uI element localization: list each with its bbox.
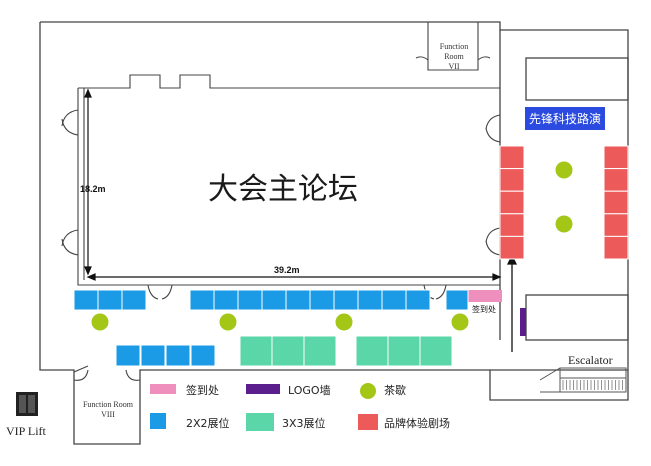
- theater-seats: [499, 145, 629, 260]
- booth-2x2: [97, 289, 123, 311]
- dimension-width-label: 39.2m: [274, 265, 300, 275]
- function-room-vii-label: Function Room VII: [439, 42, 469, 71]
- dimension-lines: [84, 88, 502, 281]
- tea-break-spot: [451, 313, 469, 331]
- booth-2x2: [405, 289, 431, 311]
- booth-3x3: [271, 335, 305, 367]
- legend-label-tea: 茶歇: [384, 384, 406, 397]
- theater-seat: [499, 168, 525, 192]
- function-room-vii: [415, 22, 491, 71]
- function-room-viii: [73, 365, 141, 381]
- booth-2x2: [261, 289, 287, 311]
- booth-2x2: [333, 289, 359, 311]
- booth-2x2: [357, 289, 383, 311]
- tea-break-spot: [555, 215, 573, 233]
- legend-swatches: [150, 383, 378, 431]
- theater-seat: [499, 190, 525, 215]
- booth-2x2: [285, 289, 311, 311]
- booth-2x2: [445, 289, 469, 311]
- legend-label-booth-3x3: 3X3展位: [282, 417, 326, 430]
- legend-label-booth-2x2: 2X2展位: [186, 417, 230, 430]
- legend-swatch-theater: [358, 414, 378, 430]
- sign-in-label: 签到处: [472, 305, 496, 314]
- legend-label-theater: 品牌体验剧场: [384, 417, 450, 430]
- building-walls: [39, 21, 629, 445]
- legend-label-sign-in: 签到处: [186, 384, 219, 397]
- theater-seat: [603, 168, 629, 192]
- legend-swatch-booth-2x2: [150, 413, 166, 429]
- booth-2x2: [237, 289, 263, 311]
- theater-seat: [603, 213, 629, 237]
- theater-seat: [603, 235, 629, 260]
- legend-swatch-logo-wall: [246, 384, 280, 394]
- theater-seat: [603, 145, 629, 170]
- main-hall: [61, 74, 501, 300]
- booth-2x2: [73, 289, 99, 311]
- booth-2x2: [140, 344, 166, 367]
- escalator: [539, 367, 627, 393]
- entrance-arrows: [506, 254, 518, 352]
- booth-2x2: [309, 289, 335, 311]
- theater-seat: [603, 190, 629, 215]
- vip-lift-icon: [16, 392, 38, 416]
- legend-swatch-sign-in: [150, 384, 176, 394]
- legend-swatch-tea: [360, 383, 376, 399]
- theater-seat: [499, 235, 525, 260]
- tea-break-spot: [335, 313, 353, 331]
- sign-in-desk: [468, 290, 502, 302]
- dimension-height-label: 18.2m: [80, 184, 106, 194]
- function-room-viii-label: Function Room VIII: [82, 400, 133, 419]
- tea-break-spot: [219, 313, 237, 331]
- main-forum-title: 大会主论坛: [208, 172, 358, 207]
- tea-break-spot: [91, 313, 109, 331]
- vip-lift-label: VIP Lift: [6, 424, 46, 438]
- booth-3x3: [387, 335, 421, 367]
- legend-swatch-booth-3x3: [246, 413, 274, 431]
- booth-2x2: [121, 289, 147, 311]
- booth-3x3: [239, 335, 273, 367]
- booth-2x2: [381, 289, 407, 311]
- booth-2x2: [189, 289, 215, 311]
- escalator-label: Escalator: [568, 353, 613, 367]
- booth-3x3: [419, 335, 453, 367]
- theater-seat: [499, 213, 525, 237]
- tea-break-spot: [555, 161, 573, 179]
- logo-wall: [520, 308, 526, 336]
- tech-roadshow-banner: 先锋科技路演: [525, 107, 606, 130]
- booth-3x3: [303, 335, 337, 367]
- booths-2x2: [73, 289, 469, 367]
- booth-2x2: [115, 344, 141, 367]
- tea-spots: [91, 161, 573, 331]
- legend-label-logo-wall: LOGO墙: [288, 384, 331, 397]
- booth-2x2: [213, 289, 239, 311]
- booth-2x2: [190, 344, 216, 367]
- booth-3x3: [355, 335, 389, 367]
- booth-2x2: [165, 344, 191, 367]
- escalator-steps: [562, 380, 623, 390]
- booths-3x3: [239, 335, 453, 367]
- theater-seat: [499, 145, 525, 170]
